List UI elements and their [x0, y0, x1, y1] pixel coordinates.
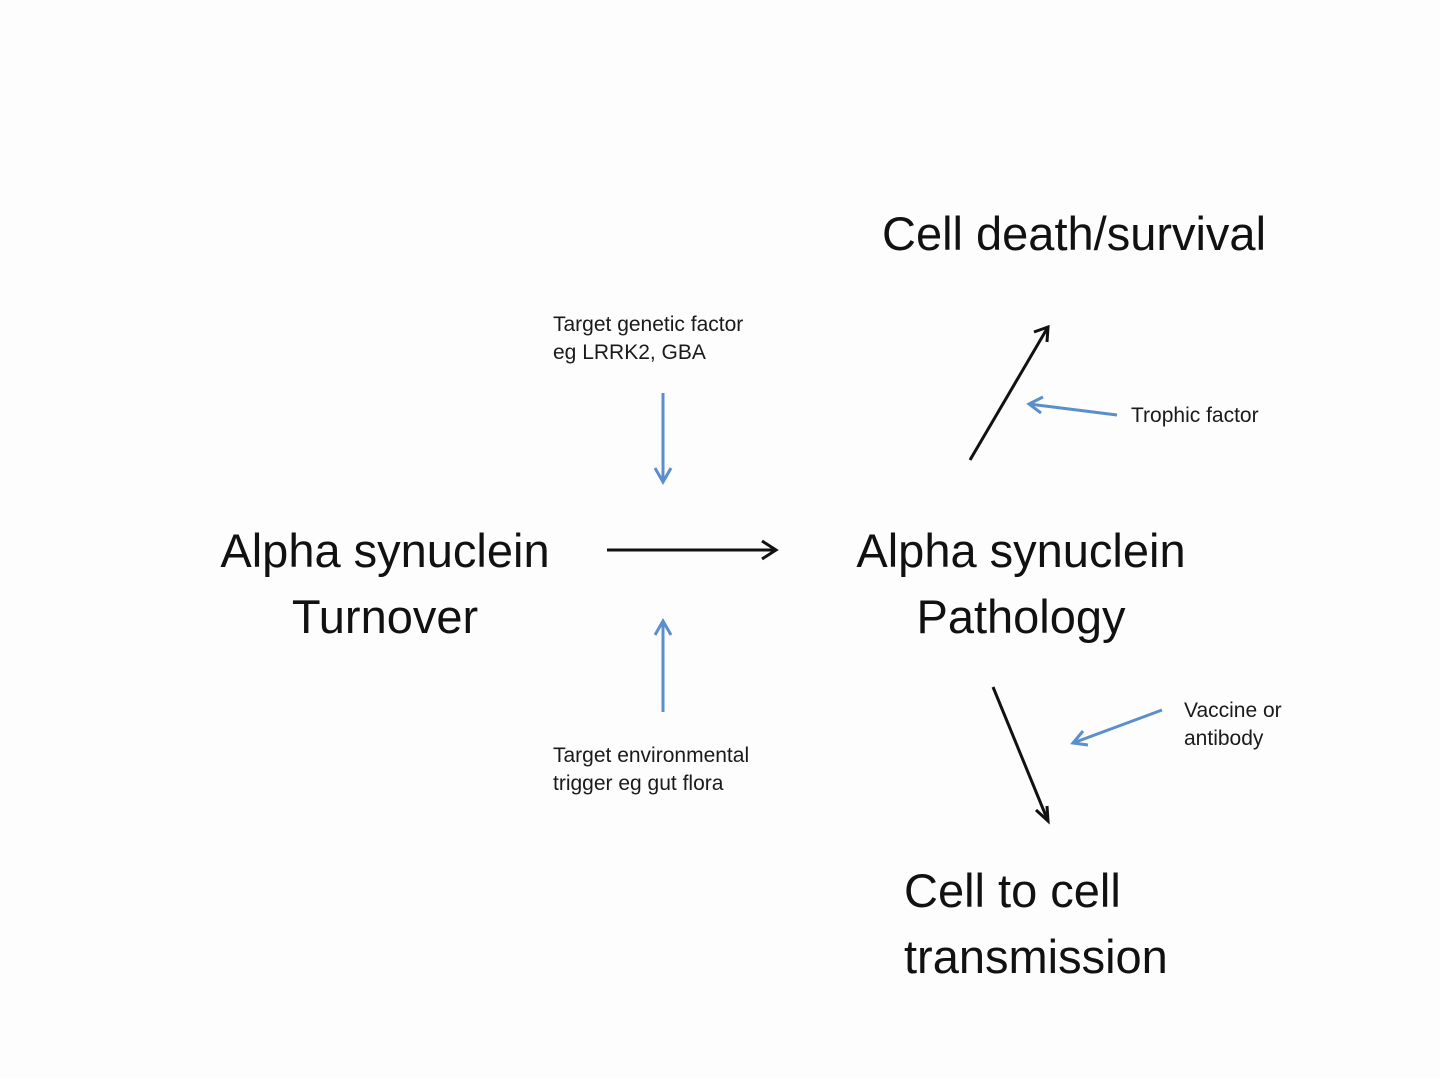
label-vaccine-line2: antibody — [1184, 727, 1264, 750]
node-turnover-line1: Alpha synuclein — [220, 524, 550, 577]
label-trophic-line1: Trophic factor — [1131, 404, 1259, 427]
label-environmental-line1: Target environmental — [553, 744, 750, 767]
node-transmission: Cell to cell transmission — [904, 858, 1168, 990]
label-genetic-intervention: Target genetic factor eg LRRK2, GBA — [553, 311, 743, 367]
arrow-vaccine-intervention — [1070, 708, 1163, 747]
node-turnover-line2: Turnover — [291, 590, 479, 643]
label-vaccine-intervention: Vaccine or antibody — [1184, 697, 1282, 753]
label-vaccine-line1: Vaccine or — [1184, 699, 1282, 722]
node-cell-death-line1: Cell death/survival — [882, 207, 1267, 260]
node-pathology-line2: Pathology — [916, 590, 1126, 643]
arrow-pathology-to-death — [968, 324, 1050, 461]
node-transmission-line1: Cell to cell — [904, 864, 1121, 917]
arrow-pathology-to-transmission — [991, 686, 1050, 825]
label-genetic-line1: Target genetic factor — [553, 313, 744, 336]
arrow-genetic-intervention — [653, 393, 673, 486]
node-transmission-line2: transmission — [904, 930, 1168, 983]
node-cell-death: Cell death/survival — [882, 201, 1266, 267]
label-genetic-line2: eg LRRK2, GBA — [553, 341, 706, 364]
label-environmental-line2: trigger eg gut flora — [553, 772, 724, 795]
label-trophic-intervention: Trophic factor — [1131, 402, 1259, 430]
arrow-trophic-intervention — [1026, 395, 1118, 417]
node-pathology-line1: Alpha synuclein — [856, 524, 1186, 577]
arrow-environmental-intervention — [653, 617, 673, 712]
node-turnover: Alpha synuclein Turnover — [200, 518, 570, 650]
label-environmental-intervention: Target environmental trigger eg gut flor… — [553, 742, 749, 798]
node-pathology: Alpha synuclein Pathology — [835, 518, 1207, 650]
arrow-turnover-to-pathology — [607, 539, 779, 561]
